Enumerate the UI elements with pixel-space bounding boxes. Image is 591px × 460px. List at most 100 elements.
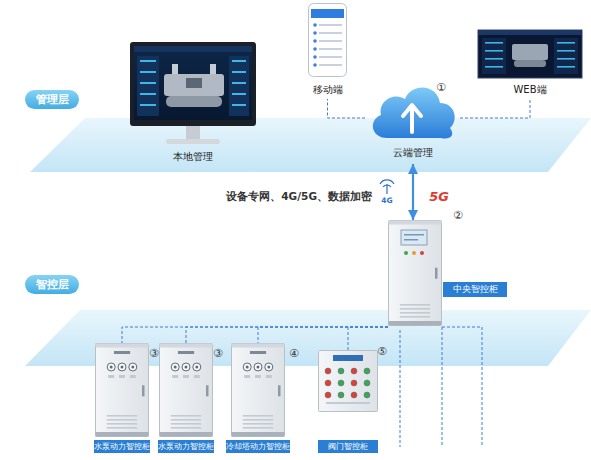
cabinet-logo — [114, 351, 130, 354]
cabinet-vent — [107, 415, 137, 417]
monitor-screen — [134, 46, 252, 120]
phone-node: 移动端 — [300, 3, 355, 99]
web-panel — [482, 38, 506, 74]
screen-line — [404, 234, 424, 236]
dashed-link — [328, 99, 366, 118]
cloud-shape — [373, 87, 455, 138]
cabinet-vent — [107, 423, 137, 425]
valve-button — [351, 368, 357, 374]
knob-center — [110, 366, 113, 369]
bus-wire — [400, 330, 401, 447]
cabinet-vent — [171, 419, 201, 421]
knob-plate — [130, 375, 136, 378]
web-line — [485, 58, 503, 60]
web-node: WEB端 — [478, 30, 582, 98]
knob-plate — [108, 375, 114, 378]
cabinet-body — [232, 344, 285, 437]
valve-button — [325, 368, 331, 374]
cabinet-top — [160, 344, 213, 348]
machine-body — [512, 44, 548, 60]
knob-plate — [244, 375, 250, 378]
list-line — [319, 40, 342, 42]
knob-plate — [172, 375, 178, 378]
node-label: 本地管理 — [128, 150, 258, 164]
knob-plate — [183, 375, 189, 378]
cabinet-knob — [265, 363, 273, 371]
valve-button — [325, 392, 331, 398]
cabinet-art — [231, 343, 285, 437]
callout-number: ③ — [203, 345, 233, 363]
screen-line — [140, 60, 156, 62]
network-logo: 5G — [424, 188, 454, 206]
cabinet-handle — [206, 385, 209, 396]
node-label: 智控层 — [25, 275, 79, 294]
cabinet-knob — [129, 363, 137, 371]
callout-number: ① — [426, 79, 456, 97]
callout-number: ⑤ — [367, 343, 397, 361]
valve-art — [318, 350, 378, 412]
web-line — [485, 50, 503, 52]
indicator-light — [404, 251, 408, 255]
valve-button — [364, 392, 370, 398]
cabinet-node: 水泵动力智控柜 — [94, 343, 150, 455]
screen-line — [232, 60, 246, 62]
knob-plate — [119, 375, 125, 378]
cabinet-top — [96, 344, 149, 348]
knob-plate — [194, 375, 200, 378]
web-panel — [554, 38, 578, 74]
screen-bar — [134, 46, 252, 52]
knob-center — [185, 366, 188, 369]
list-line — [319, 64, 342, 66]
valve-button — [351, 392, 357, 398]
central-screen — [401, 230, 427, 245]
valve-button — [364, 368, 370, 374]
cabinet-knob — [182, 363, 190, 371]
chiller-cylinder — [166, 96, 222, 107]
list-dot — [313, 39, 317, 43]
cabinet-label: 冷却塔动力智控柜 — [226, 440, 290, 453]
cabinet-label: 中央智控柜 — [443, 282, 507, 297]
cabinet-body — [96, 344, 149, 437]
dashed-link — [258, 327, 388, 343]
bus-wire — [442, 327, 443, 447]
cabinet-vent — [243, 415, 273, 417]
node-label: WEB端 — [478, 83, 582, 97]
cabinet-base — [389, 321, 442, 326]
screen-line — [232, 93, 246, 95]
node-label: 移动端 — [300, 83, 355, 97]
cabinet-vent — [171, 427, 201, 429]
cabinet-body — [389, 221, 442, 326]
central-node: 中央智控柜 — [388, 220, 508, 330]
knob-center — [246, 366, 249, 369]
web-line — [485, 42, 503, 44]
knob-center — [267, 366, 270, 369]
cabinet-logo — [178, 351, 194, 354]
dashed-link — [186, 327, 388, 343]
cabinet-node: 冷却塔动力智控柜 — [226, 343, 290, 455]
monitor-frame — [130, 42, 256, 126]
list-dot — [313, 47, 317, 51]
cabinet-handle — [278, 385, 281, 396]
phone-header — [311, 9, 344, 18]
cabinet-top — [389, 221, 442, 225]
cabinet-vent — [400, 312, 430, 314]
list-line — [319, 48, 342, 50]
indicator-light — [420, 251, 424, 255]
screen-line — [140, 93, 156, 95]
valve-box — [319, 351, 378, 412]
knob-center — [174, 366, 177, 369]
bus-wires — [400, 327, 482, 447]
web-screen — [478, 30, 582, 78]
knob-plate — [266, 375, 272, 378]
layer-plane — [30, 118, 591, 172]
knob-plate — [255, 375, 261, 378]
screen-panel — [137, 56, 159, 116]
knob-center — [257, 366, 260, 369]
screen-panel — [229, 56, 249, 116]
edge-label: 设备专网、4G/5G、数据加密 — [218, 190, 372, 204]
screen-line — [232, 104, 246, 106]
dashed-link — [460, 98, 530, 118]
valve-button — [325, 380, 331, 386]
cabinet-label: 水泵动力智控柜 — [94, 440, 150, 453]
cabinet-body — [160, 344, 213, 437]
